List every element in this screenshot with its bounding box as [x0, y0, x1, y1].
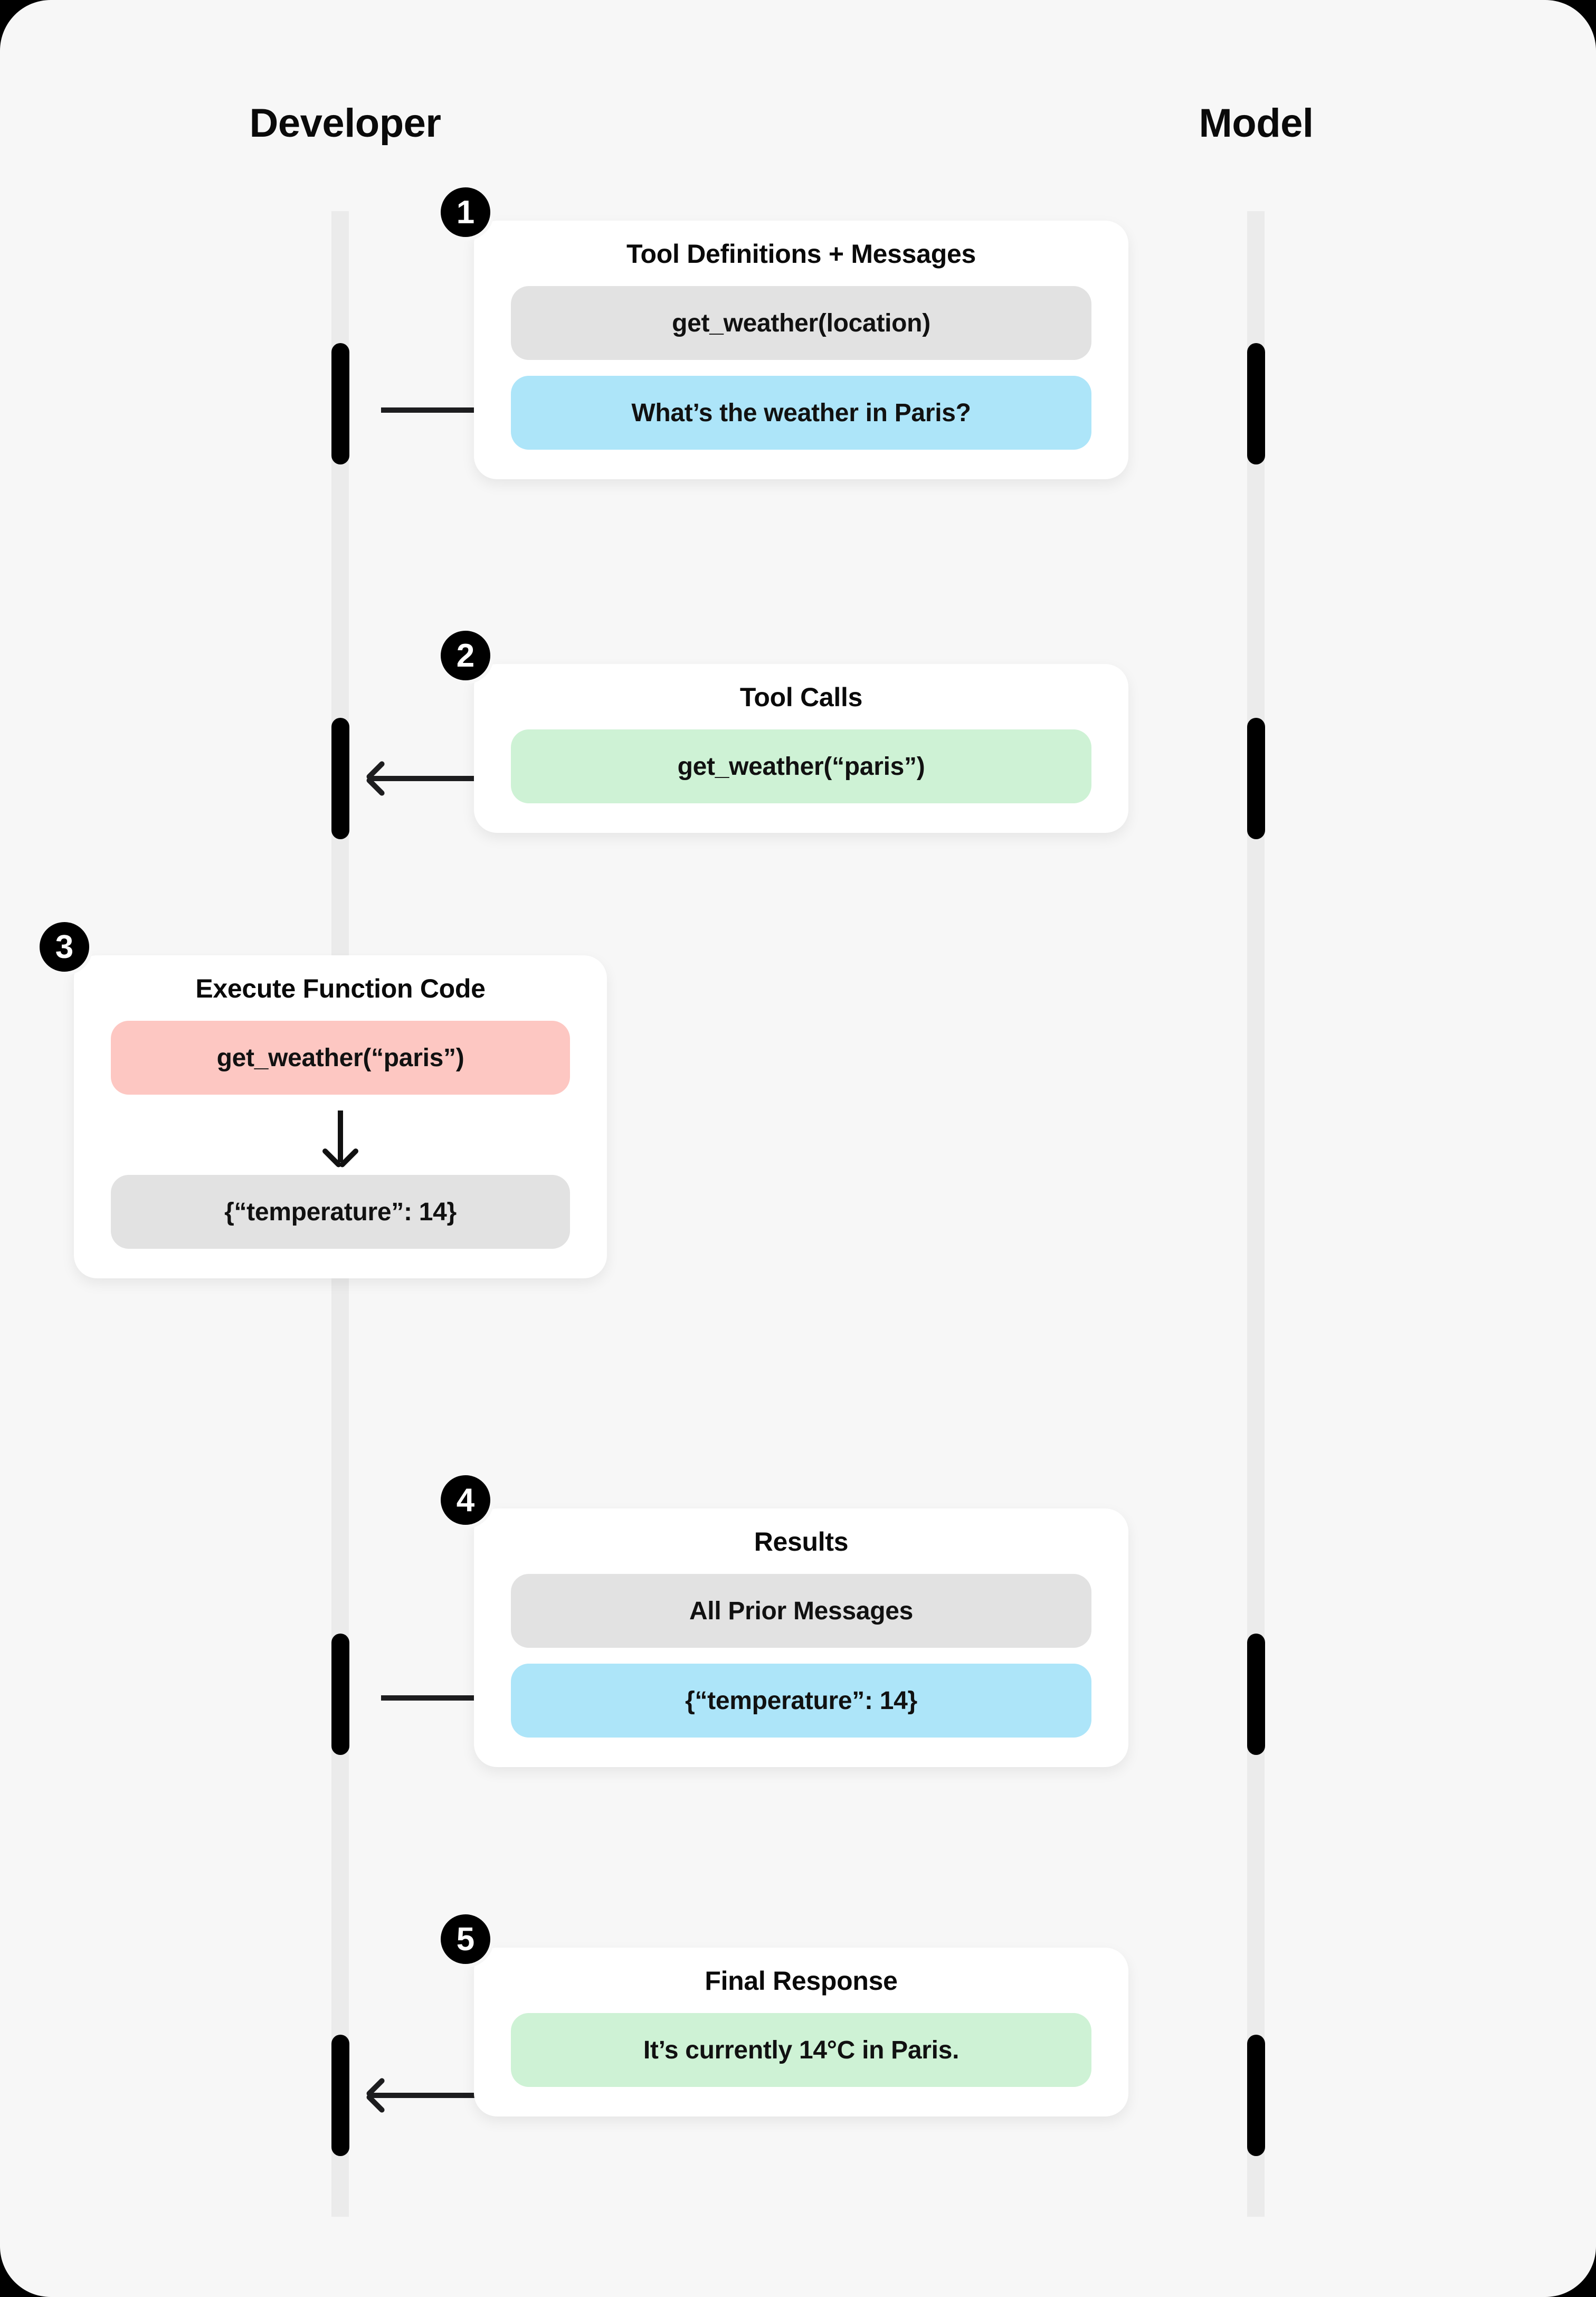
step-3-pill-function-result: {“temperature”: 14}	[111, 1175, 570, 1249]
step-card-1: Tool Definitions + Messages get_weather(…	[474, 221, 1128, 479]
activation-developer-step-1	[331, 343, 349, 464]
step-badge-4: 4	[437, 1472, 494, 1529]
activation-developer-step-2	[331, 718, 349, 839]
activation-developer-step-4	[331, 1634, 349, 1755]
step-5-pill-final-answer: It’s currently 14°C in Paris.	[511, 2013, 1091, 2087]
step-1-pill-tool-definition: get_weather(location)	[511, 286, 1091, 360]
step-1-title: Tool Definitions + Messages	[626, 239, 976, 269]
down-arrow-icon	[111, 1110, 570, 1169]
activation-developer-step-5	[331, 2035, 349, 2156]
step-card-4: Results All Prior Messages {“temperature…	[474, 1508, 1128, 1767]
arrow-head-left-icon	[365, 2077, 391, 2114]
arrow-head-left-icon	[365, 760, 391, 797]
step-badge-2: 2	[437, 627, 494, 684]
activation-model-step-5	[1247, 2035, 1265, 2156]
step-badge-1: 1	[437, 184, 494, 241]
step-4-pill-tool-result: {“temperature”: 14}	[511, 1664, 1091, 1738]
activation-model-step-4	[1247, 1634, 1265, 1755]
step-badge-3: 3	[36, 918, 93, 975]
step-4-pill-prior-messages: All Prior Messages	[511, 1574, 1091, 1648]
column-header-developer: Developer	[249, 101, 442, 146]
step-4-title: Results	[754, 1527, 849, 1556]
column-header-model: Model	[1199, 101, 1314, 146]
step-5-title: Final Response	[705, 1966, 898, 1996]
step-3-title: Execute Function Code	[195, 974, 486, 1003]
step-card-5: Final Response It’s currently 14°C in Pa…	[474, 1948, 1128, 2116]
step-3-pill-function-invocation: get_weather(“paris”)	[111, 1021, 570, 1095]
step-badge-5: 5	[437, 1911, 494, 1968]
step-1-pill-user-message: What’s the weather in Paris?	[511, 376, 1091, 450]
step-card-3: Execute Function Code get_weather(“paris…	[74, 955, 607, 1278]
step-2-pill-tool-call: get_weather(“paris”)	[511, 729, 1091, 803]
lifeline-model	[1247, 211, 1265, 2217]
step-card-2: Tool Calls get_weather(“paris”)	[474, 664, 1128, 833]
activation-model-step-2	[1247, 718, 1265, 839]
step-2-title: Tool Calls	[739, 682, 863, 712]
activation-model-step-1	[1247, 343, 1265, 464]
